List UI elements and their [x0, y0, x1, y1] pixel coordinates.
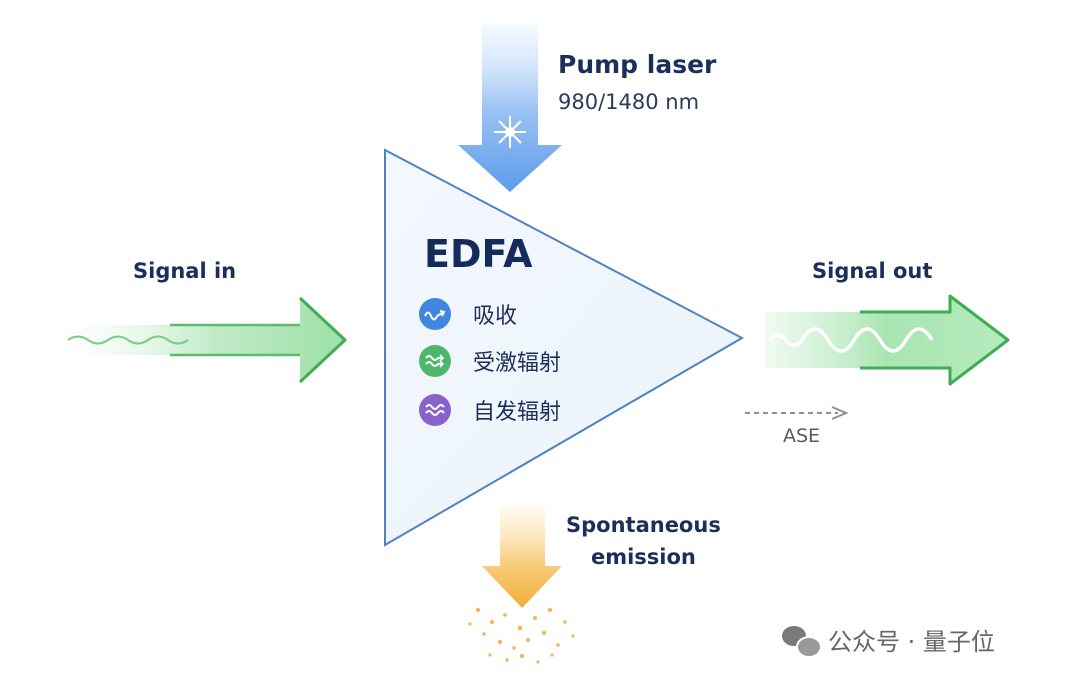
- signal-in-label: Signal in: [133, 259, 237, 283]
- signal-out-label: Signal out: [812, 259, 933, 283]
- process-absorption: 吸收: [419, 298, 517, 330]
- stimulated-emission-icon: [419, 345, 451, 377]
- wechat-icon: [780, 624, 822, 658]
- signal-out-wave: [768, 327, 934, 353]
- spontaneous-emission-icon: [419, 394, 451, 426]
- process-label: 受激辐射: [473, 351, 562, 376]
- ase-label: ASE: [783, 425, 821, 447]
- pump-arrow: [458, 25, 562, 192]
- watermark: 公众号 · 量子位: [780, 622, 995, 658]
- process-label: 吸收: [473, 304, 518, 329]
- edfa-title: EDFA: [424, 232, 533, 276]
- process-spontaneous-emission: 自发辐射: [419, 394, 561, 426]
- spontaneous-line-1: Spontaneous: [566, 513, 721, 537]
- spontaneous-line-2: emission: [590, 545, 696, 569]
- spontaneous-emission-arrow: [468, 505, 575, 664]
- pump-wavelength-label: 980/1480 nm: [558, 90, 700, 114]
- pump-laser-label: Pump laser: [558, 50, 717, 79]
- signal-out-arrow: [765, 294, 1010, 386]
- process-label: 自发辐射: [473, 400, 562, 425]
- emission-particles: [468, 607, 575, 664]
- laser-starburst-icon: [494, 116, 526, 148]
- signal-in-arrow: [60, 296, 347, 384]
- spontaneous-emission-label: Spontaneous emission: [566, 509, 721, 573]
- watermark-text: 公众号 · 量子位: [828, 628, 995, 656]
- absorption-wave-icon: [419, 298, 451, 330]
- process-stimulated-emission: 受激辐射: [419, 345, 561, 377]
- edfa-amplifier-triangle: [384, 148, 745, 547]
- ase-arrow: [745, 406, 849, 420]
- signal-in-wave: [67, 335, 189, 345]
